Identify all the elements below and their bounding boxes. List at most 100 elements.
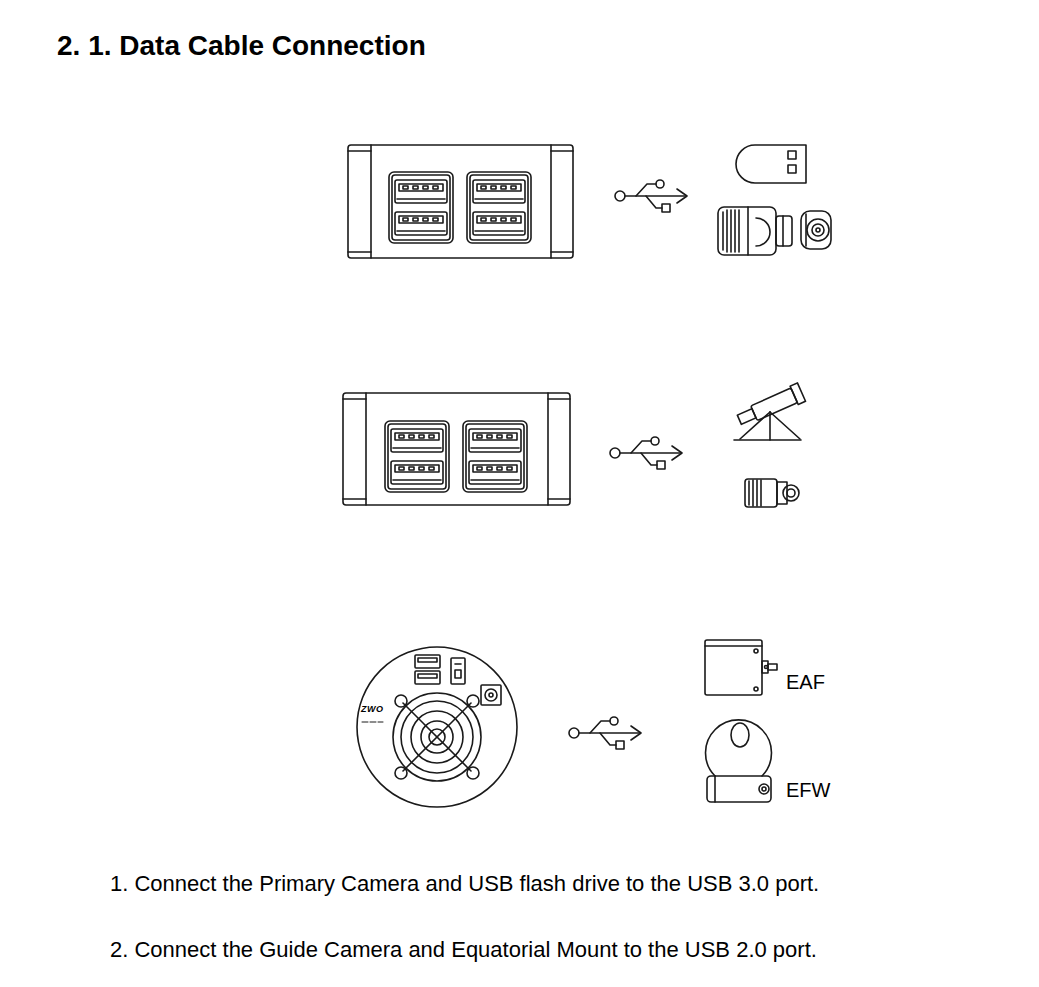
- instruction-step: 2. Connect the Guide Camera and Equatori…: [110, 937, 817, 963]
- usb-flash-drive: [736, 145, 806, 183]
- primary-camera: [776, 216, 792, 246]
- usb-hub-middle: [385, 421, 449, 492]
- efw-filter-wheel: [731, 723, 749, 747]
- equatorial-mount-telescope: [770, 412, 800, 439]
- usb-hub-top: [348, 145, 573, 258]
- usb-hub-top: [348, 145, 573, 258]
- primary-camera: [722, 212, 724, 250]
- efw-filter-wheel: [762, 787, 766, 791]
- primary-camera: [718, 207, 776, 255]
- camera-back: [362, 722, 368, 723]
- guide-camera: [752, 480, 754, 506]
- camera-back: [357, 647, 517, 807]
- primary-camera: [816, 228, 820, 232]
- guide-camera: [748, 481, 750, 505]
- camera-back: [395, 767, 407, 779]
- camera-back: [455, 663, 461, 665]
- usb-hub-top: [551, 150, 573, 152]
- primary-camera: [812, 224, 824, 236]
- usb-symbol: [610, 437, 682, 469]
- primary-camera: [734, 210, 736, 252]
- efw-filter-wheel: [706, 720, 772, 802]
- camera-back: [357, 647, 517, 807]
- usb-hub-top: [370, 145, 372, 258]
- usb-hub-middle: [547, 393, 549, 505]
- equatorial-mount-telescope: [769, 412, 771, 440]
- usb-hub-middle: [343, 398, 366, 400]
- device-label: EFW: [786, 778, 830, 802]
- efw-filter-wheel: [714, 776, 716, 802]
- camera-back: [455, 670, 461, 678]
- usb-hub-top: [550, 145, 552, 258]
- usb-flash-drive: [788, 165, 796, 173]
- equatorial-mount-telescope: [734, 383, 806, 440]
- usb-hub-top: [551, 251, 573, 253]
- primary-camera: [730, 210, 732, 252]
- usb-hub-top: [389, 172, 453, 243]
- camera-back: [393, 693, 481, 781]
- primary-camera: [747, 207, 749, 255]
- camera-back: [415, 655, 440, 668]
- primary-camera: [805, 214, 807, 246]
- efw-filter-wheel: [706, 720, 772, 776]
- camera-back: [467, 695, 479, 707]
- eaf-focuser: [768, 664, 777, 670]
- primary-camera: [726, 210, 728, 252]
- usb-hub-middle: [343, 393, 570, 505]
- guide-camera: [783, 485, 799, 501]
- camera-back: [489, 693, 493, 697]
- usb-symbol: [615, 180, 687, 212]
- usb-symbol: [610, 437, 682, 469]
- usb-hub-middle: [343, 498, 366, 500]
- guide-camera: [760, 480, 762, 506]
- primary-camera: [718, 207, 831, 255]
- camera-back: [451, 658, 465, 684]
- equatorial-mount-telescope: [737, 409, 756, 425]
- usb-hub-middle: [548, 398, 570, 400]
- eaf-focuser: [705, 640, 762, 695]
- eaf-focuser: [705, 640, 777, 695]
- usb-flash-drive: [736, 145, 806, 183]
- camera-back: [403, 703, 471, 771]
- eaf-focuser: [765, 666, 768, 669]
- usb-hub-top: [348, 251, 371, 253]
- camera-back: [403, 703, 471, 771]
- guide-camera: [756, 480, 758, 506]
- eaf-focuser: [754, 687, 758, 691]
- eaf-focuser: [705, 645, 762, 647]
- usb-symbol: [569, 717, 641, 749]
- primary-camera: [756, 218, 770, 246]
- efw-filter-wheel: [759, 784, 769, 794]
- instruction-step: 1. Connect the Primary Camera and USB fl…: [110, 871, 819, 897]
- usb-hub-top: [348, 150, 371, 152]
- camera-back: [418, 674, 437, 678]
- guide-camera: [777, 482, 787, 504]
- equatorial-mount-telescope: [734, 439, 801, 441]
- usb-flash-drive: [788, 151, 796, 159]
- eaf-focuser: [762, 661, 768, 673]
- usb-hub-middle: [343, 393, 570, 505]
- equatorial-mount-telescope: [790, 383, 805, 405]
- usb-hub-top: [467, 172, 531, 243]
- equatorial-mount-telescope: [740, 412, 770, 439]
- efw-filter-wheel: [707, 776, 771, 802]
- camera-back: [395, 695, 407, 707]
- primary-camera: [782, 216, 784, 246]
- device-label: EAF: [786, 670, 825, 694]
- guide-camera: [745, 479, 777, 507]
- section-title: 2. 1. Data Cable Connection: [57, 30, 426, 62]
- guide-camera: [787, 489, 795, 497]
- primary-camera: [738, 210, 740, 252]
- camera-back: [415, 671, 440, 684]
- primary-camera: [801, 211, 831, 249]
- camera-back: [467, 767, 479, 779]
- brand-logo: ZWO: [361, 704, 384, 714]
- eaf-focuser: [754, 649, 758, 653]
- usb-hub-middle: [365, 393, 367, 505]
- camera-back: [485, 689, 497, 701]
- camera-back: [401, 701, 473, 773]
- guide-camera: [745, 479, 799, 507]
- camera-back: [418, 658, 437, 662]
